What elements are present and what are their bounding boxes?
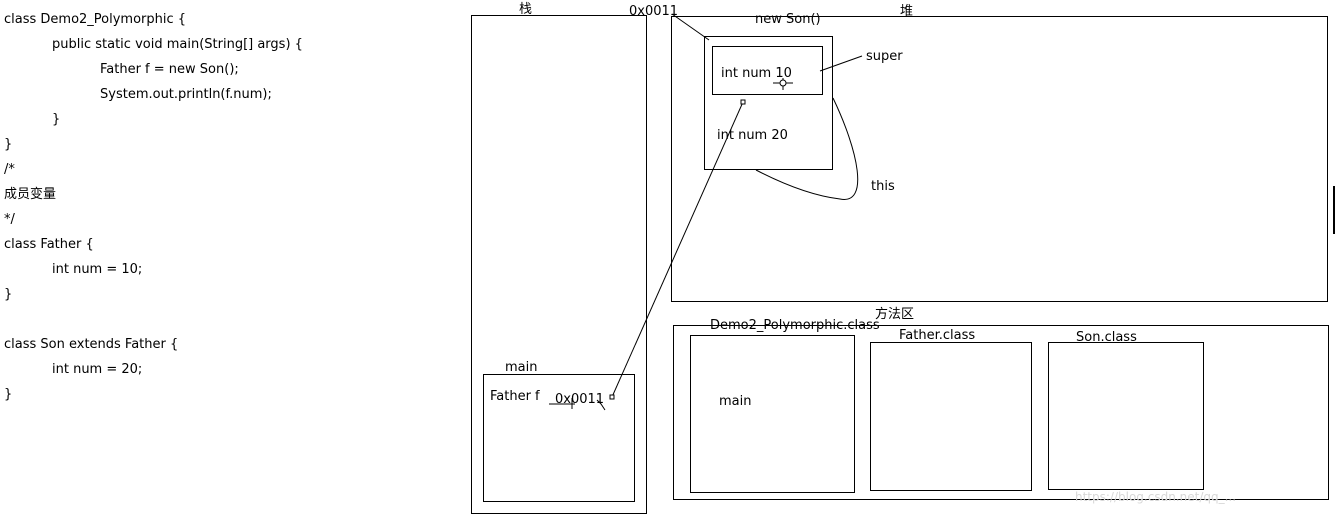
son-class-label: Son.class [1076,330,1137,345]
code-line: System.out.println(f.num); [100,87,272,102]
heap-label: 堆 [900,4,914,19]
code-line: int num = 20; [52,362,143,377]
method-area-label: 方法区 [875,307,915,322]
main-stack-frame [483,374,635,502]
this-label: this [871,179,895,194]
stack-label: 栈 [519,2,533,17]
code-line: } [4,287,13,302]
code-line: /* [4,162,15,177]
code-line: */ [4,212,15,227]
method-area-region [673,325,1329,500]
super-field: int num 10 [721,66,792,81]
code-line: Father f = new Son(); [100,62,239,77]
source-code: class Demo2_Polymorphic { public static … [0,0,440,518]
code-line: class Father { [4,237,94,252]
demo-main-method: main [719,394,752,409]
scrollbar-thumb[interactable] [1333,186,1335,234]
code-line: class Demo2_Polymorphic { [4,12,187,27]
code-line: public static void main(String[] args) { [52,37,303,52]
main-frame-label: main [505,360,538,375]
father-class-label: Father.class [899,328,976,343]
variable-f: Father f [490,389,540,404]
son-class-box [1048,342,1204,490]
variable-f-value: 0x0011 [555,392,605,407]
code-line: } [4,387,13,402]
demo-class-label: Demo2_Polymorphic.class [710,318,880,333]
code-line: int num = 10; [52,262,143,277]
this-field: int num 20 [717,128,788,143]
son-object-label: new Son() [755,12,821,27]
code-line: 成员变量 [4,187,57,202]
father-class-box [870,342,1032,491]
demo-class-box [690,335,855,493]
super-label: super [866,49,903,64]
code-line: } [52,112,61,127]
code-line: } [4,137,13,152]
watermark: https://blog.csdn.net/qq_... [1075,490,1237,504]
code-line: class Son extends Father { [4,337,179,352]
object-address: 0x0011 [629,4,679,19]
